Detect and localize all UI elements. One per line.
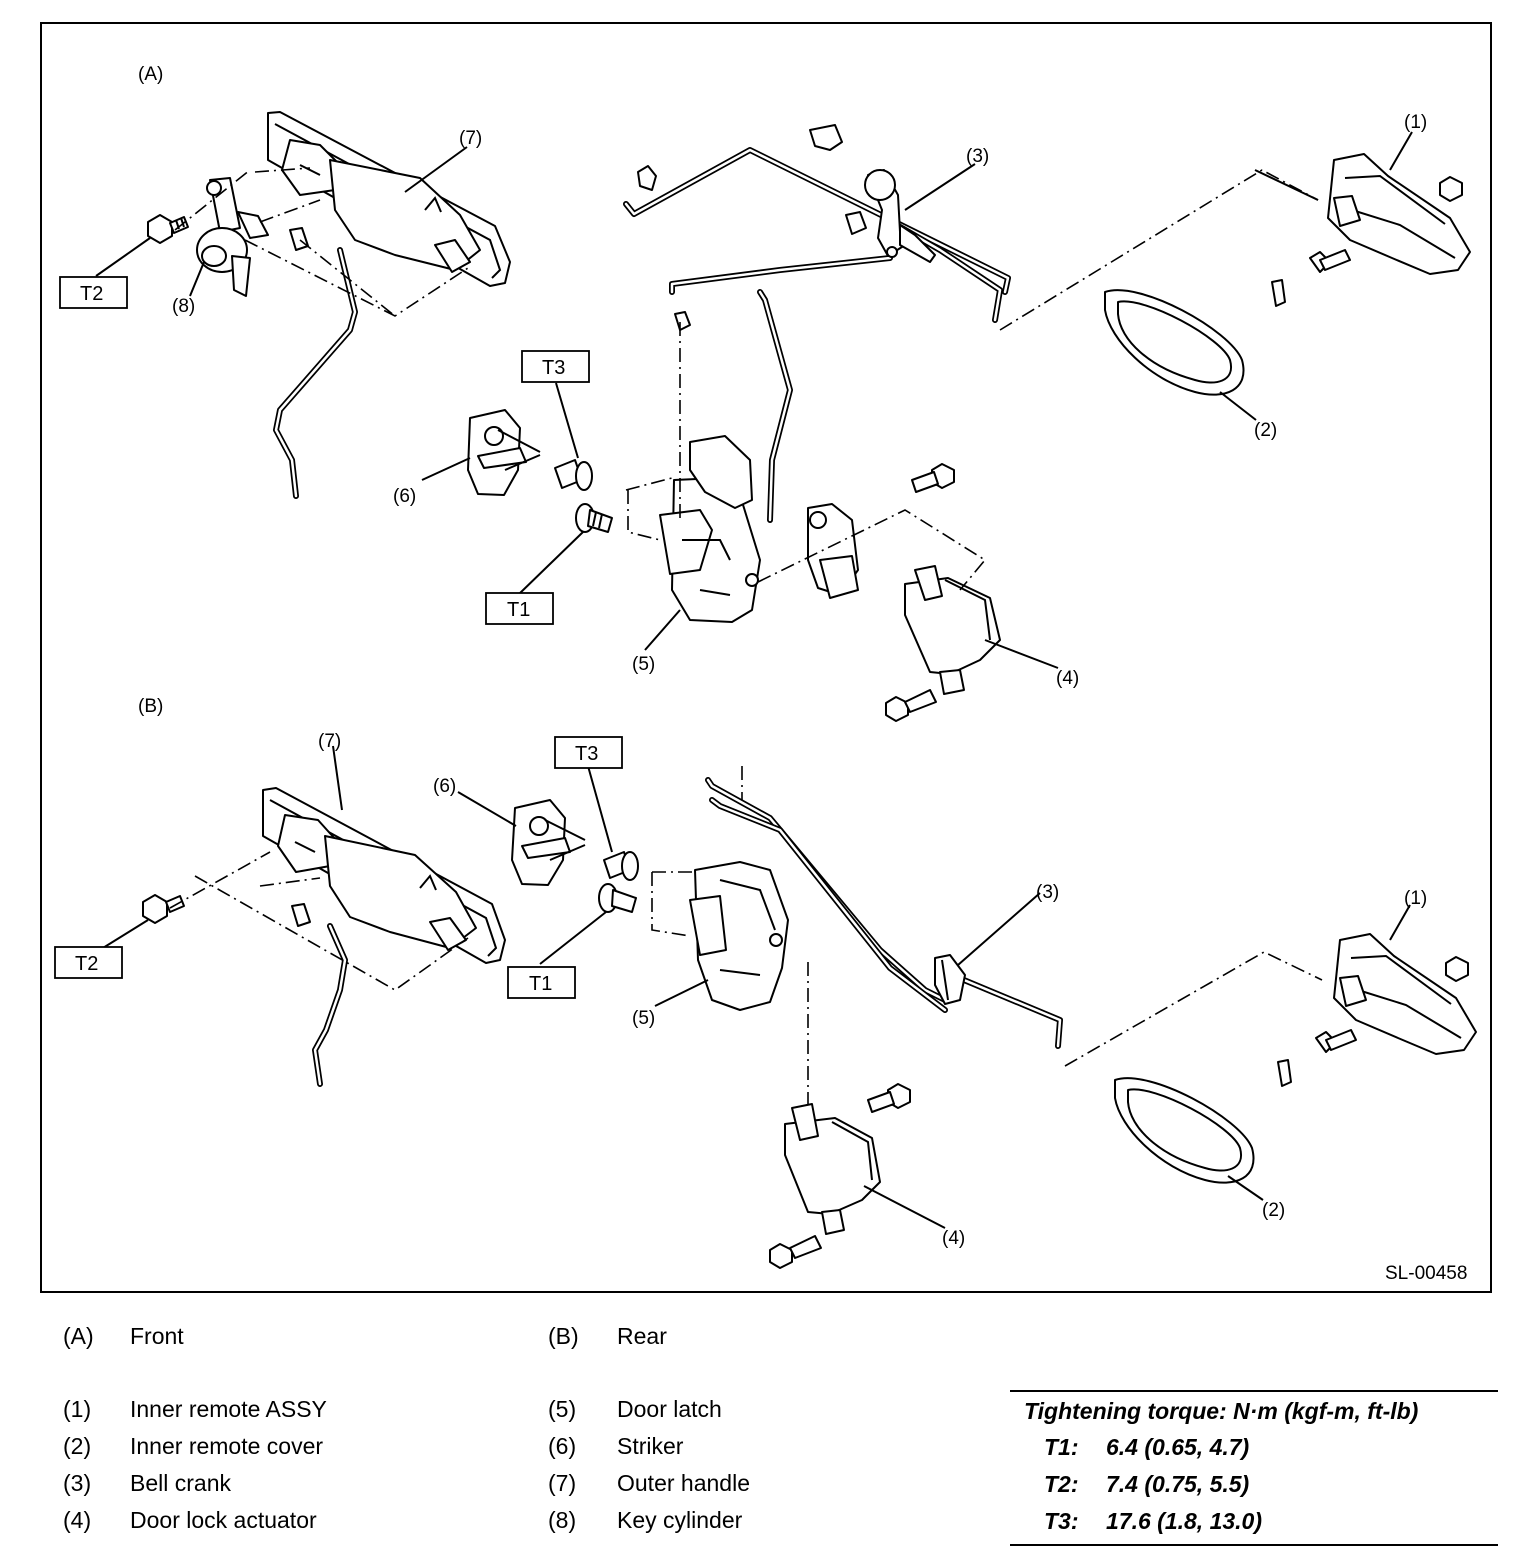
- callout-8-front: (8): [172, 296, 195, 317]
- tag-t1-front: T1: [507, 599, 530, 621]
- bolt-t1-front: [575, 503, 613, 533]
- torque-key-t1: T1:: [1044, 1434, 1079, 1460]
- bolt-t2-rear: [142, 894, 185, 924]
- callout-1-rear: (1): [1404, 888, 1427, 909]
- panel-b-label: (B): [138, 696, 163, 717]
- torque-key-t3: T3:: [1044, 1508, 1079, 1534]
- legend-part-5-code: (5): [548, 1396, 577, 1422]
- outer-handle-rear: [262, 787, 506, 964]
- inner-remote-assy-front: [1254, 153, 1471, 307]
- legend-view-b-code: (B): [548, 1323, 579, 1349]
- callout-3-front: (3): [966, 146, 989, 167]
- legend-part-1-code: (1): [63, 1396, 92, 1422]
- outer-handle-front: [267, 111, 511, 287]
- torque-table: Tightening torque: N·m (kgf-m, ft-lb) T1…: [1010, 1390, 1498, 1546]
- inner-remote-assy-rear: [1277, 933, 1477, 1087]
- torque-key-t2: T2:: [1044, 1471, 1079, 1497]
- torque-value-t1: 6.4 (0.65, 4.7): [1106, 1434, 1250, 1460]
- callout-5-front: (5): [632, 654, 655, 675]
- legend-part-3-name: Bell crank: [130, 1470, 231, 1496]
- rod-clip-front-4: [674, 311, 691, 331]
- rod-clip-front-2: [637, 165, 657, 191]
- bell-crank-front: [623, 147, 1011, 323]
- legend-part-6-code: (6): [548, 1433, 577, 1459]
- door-latch-front: [625, 435, 761, 623]
- tag-t3-rear: T3: [575, 743, 598, 765]
- callout-4-front: (4): [1056, 668, 1079, 689]
- callout-7-front: (7): [459, 128, 482, 149]
- door-lock-actuator-rear: [769, 1083, 911, 1269]
- tag-t3-front: T3: [542, 357, 565, 379]
- callout-2-rear: (2): [1262, 1200, 1285, 1221]
- legend-part-7-name: Outer handle: [617, 1470, 750, 1496]
- tag-t1-rear: T1: [529, 973, 552, 995]
- legend-part-3-code: (3): [63, 1470, 92, 1496]
- callout-3-rear: (3): [1036, 882, 1059, 903]
- striker-front: [467, 409, 541, 496]
- figure-code: SL-00458: [1385, 1263, 1467, 1284]
- torque-title: Tightening torque: N·m (kgf-m, ft-lb): [1024, 1398, 1419, 1424]
- legend-view-a-name: Front: [130, 1323, 184, 1349]
- legend-view-b-name: Rear: [617, 1323, 667, 1349]
- inner-remote-cover-front: [1104, 289, 1245, 396]
- legend-part-1-name: Inner remote ASSY: [130, 1396, 327, 1422]
- rod-clip-front-1: [809, 124, 843, 151]
- inner-remote-cover-rear: [1114, 1077, 1255, 1184]
- callout-leaders: [189, 131, 1413, 1229]
- door-latch-rear: [651, 861, 789, 1011]
- legend-part-6-name: Striker: [617, 1433, 684, 1459]
- callout-6-rear: (6): [433, 776, 456, 797]
- bolt-t1-rear: [598, 883, 637, 913]
- torque-tags: [54, 237, 623, 999]
- tag-t2-front: T2: [80, 283, 103, 305]
- legend-part-2-name: Inner remote cover: [130, 1433, 324, 1459]
- callout-5-rear: (5): [632, 1008, 655, 1029]
- callout-1-front: (1): [1404, 112, 1427, 133]
- callout-2-front: (2): [1254, 420, 1277, 441]
- callout-4-rear: (4): [942, 1228, 965, 1249]
- door-lock-exploded-diagram: (A): [40, 22, 1492, 1293]
- legend-part-4-name: Door lock actuator: [130, 1507, 317, 1533]
- legend-part-8-name: Key cylinder: [617, 1507, 743, 1533]
- legend-part-4-code: (4): [63, 1507, 92, 1533]
- legend-part-5-name: Door latch: [617, 1396, 722, 1422]
- bolt-t3-front: [554, 459, 593, 491]
- rod-clip-front-3: [845, 211, 867, 235]
- callout-7-rear: (7): [318, 731, 341, 752]
- callout-6-front: (6): [393, 486, 416, 507]
- bell-crank-rear: [705, 777, 1063, 1049]
- legend-part-2-code: (2): [63, 1433, 92, 1459]
- key-cylinder: [196, 177, 269, 297]
- door-lock-actuator-front: [757, 463, 1001, 722]
- panel-a-label: (A): [138, 64, 163, 85]
- legend: (A) Front (B) Rear (1) Inner remote ASSY…: [0, 1300, 1536, 1566]
- torque-value-t2: 7.4 (0.75, 5.5): [1106, 1471, 1250, 1497]
- legend-part-7-code: (7): [548, 1470, 577, 1496]
- diagram-frame: [40, 22, 1492, 1293]
- tag-t2-rear: T2: [75, 953, 98, 975]
- torque-value-t3: 17.6 (1.8, 13.0): [1106, 1508, 1262, 1534]
- bolt-t2-front: [147, 214, 189, 244]
- bolt-t3-rear: [603, 851, 639, 881]
- legend-view-a-code: (A): [63, 1323, 94, 1349]
- legend-part-8-code: (8): [548, 1507, 577, 1533]
- striker-rear: [511, 799, 586, 886]
